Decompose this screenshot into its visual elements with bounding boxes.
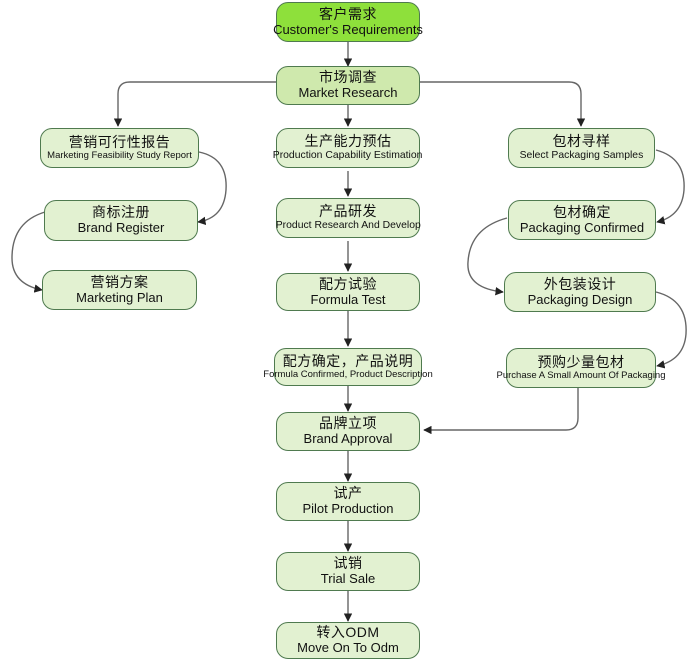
node-label-cn: 配方确定，产品说明 <box>282 352 414 369</box>
node-label-cn: 营销可行性报告 <box>68 133 171 150</box>
edge-purchase-to-approval <box>423 388 579 435</box>
node-production-capability[interactable]: 生产能力预估 Production Capability Estimation <box>273 128 423 168</box>
node-label-en: Marketing Plan <box>76 289 163 305</box>
node-product-research[interactable]: 产品研发 Product Research And Develop <box>275 198 421 238</box>
edge-feasibility-to-brandregister <box>197 151 227 225</box>
node-label-cn: 生产能力预估 <box>304 133 392 150</box>
node-label-en: Select Packaging Samples <box>519 148 644 161</box>
node-label-en: Production Capability Estimation <box>273 148 423 161</box>
node-customer-requirements[interactable]: 客户需求 Customer's Requirements <box>273 2 423 42</box>
node-label-cn: 品牌立项 <box>319 415 377 432</box>
node-label-cn: 试产 <box>333 485 363 502</box>
node-label-en: Formula Test <box>310 291 386 307</box>
edge-market-to-packaging <box>420 81 586 127</box>
node-label-cn: 预购少量包材 <box>537 353 625 370</box>
node-label-cn: 商标注册 <box>92 204 150 221</box>
node-marketing-plan[interactable]: 营销方案 Marketing Plan <box>42 270 197 310</box>
edge-brandregister-to-marketingplan <box>11 211 46 293</box>
node-formula-confirmed[interactable]: 配方确定，产品说明 Formula Confirmed, Product Des… <box>263 348 433 386</box>
edge-packconfirmed-to-packdesign <box>467 217 508 296</box>
node-market-research[interactable]: 市场调查 Market Research <box>276 66 420 105</box>
node-label-en: Market Research <box>298 85 398 101</box>
node-label-cn: 包材寻样 <box>552 133 611 150</box>
node-label-en: Product Research And Develop <box>275 218 421 231</box>
node-label-cn: 产品研发 <box>319 203 377 220</box>
node-packaging-design[interactable]: 外包装设计 Packaging Design <box>504 272 656 312</box>
node-brand-approval[interactable]: 品牌立项 Brand Approval <box>276 412 420 451</box>
node-label-en: Marketing Feasibility Study Report <box>47 149 192 161</box>
node-label-en: Trial Sale <box>320 571 376 587</box>
node-label-en: Brand Register <box>77 220 165 236</box>
node-select-packaging[interactable]: 包材寻样 Select Packaging Samples <box>508 128 655 168</box>
node-packaging-confirmed[interactable]: 包材确定 Packaging Confirmed <box>508 200 656 240</box>
edge-packdesign-to-purchase <box>655 291 687 369</box>
node-label-en: Pilot Production <box>302 501 394 517</box>
node-label-en: Formula Confirmed, Product Description <box>263 368 433 380</box>
node-label-cn: 试销 <box>333 555 363 572</box>
node-trial-sale[interactable]: 试销 Trial Sale <box>276 552 420 591</box>
node-label-cn: 配方试验 <box>319 275 377 292</box>
node-label-en: Move On To Odm <box>297 640 399 656</box>
node-label-en: Packaging Design <box>527 291 633 307</box>
node-pilot-production[interactable]: 试产 Pilot Production <box>276 482 420 521</box>
node-label-cn: 市场调查 <box>319 69 377 86</box>
node-label-cn: 外包装设计 <box>543 275 617 292</box>
node-move-to-odm[interactable]: 转入ODM Move On To Odm <box>276 622 420 659</box>
node-label-cn: 营销方案 <box>90 273 149 290</box>
node-formula-test[interactable]: 配方试验 Formula Test <box>276 273 420 311</box>
node-label-en: Packaging Confirmed <box>519 219 645 235</box>
node-brand-register[interactable]: 商标注册 Brand Register <box>44 200 198 241</box>
node-label-cn: 包材确定 <box>553 203 611 220</box>
node-label-cn: 转入ODM <box>316 624 380 641</box>
node-purchase-packaging[interactable]: 预购少量包材 Purchase A Small Amount Of Packag… <box>497 348 666 388</box>
edge-selectpack-to-packconfirmed <box>655 149 685 225</box>
node-label-cn: 客户需求 <box>319 5 377 22</box>
node-label-en: Purchase A Small Amount Of Packaging <box>496 369 666 381</box>
node-label-en: Brand Approval <box>303 431 393 447</box>
node-label-en: Customer's Requirements <box>273 21 423 37</box>
edge-market-to-feasibility <box>113 81 276 127</box>
node-marketing-feasibility[interactable]: 营销可行性报告 Marketing Feasibility Study Repo… <box>40 128 199 168</box>
